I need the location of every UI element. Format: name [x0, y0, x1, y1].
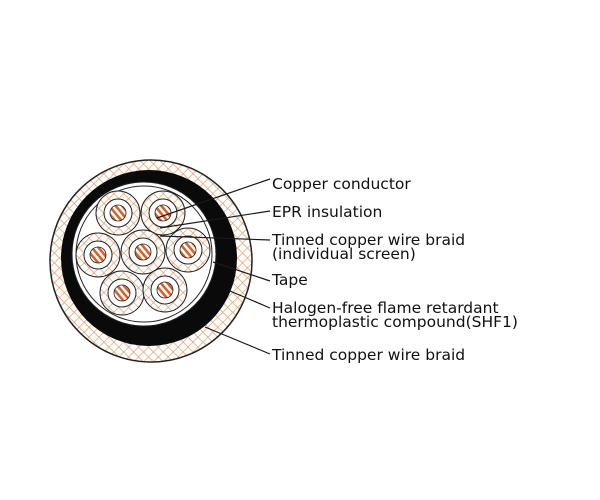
- label-line: EPR insulation: [272, 203, 383, 221]
- copper-conductor: [89, 246, 107, 264]
- leader-line: [212, 261, 271, 282]
- copper-conductor: [134, 243, 152, 261]
- label-line: Tinned copper wire braid: [272, 231, 466, 249]
- copper-conductor: [113, 284, 131, 302]
- label-line: Tinned copper wire braid: [272, 346, 466, 364]
- label-line: Tape: [272, 271, 308, 289]
- label-outer-braid: Tinned copper wire braid: [272, 346, 466, 364]
- leader-line: [229, 290, 271, 309]
- label-line: (individual screen): [272, 245, 416, 263]
- leader-line: [159, 210, 271, 229]
- label-tape: Tape: [272, 271, 308, 289]
- copper-conductor: [154, 204, 172, 222]
- leader-line: [156, 178, 271, 219]
- copper-conductor: [179, 241, 197, 259]
- leader-line: [159, 235, 271, 241]
- label-line: thermoplastic compound(SHF1): [272, 313, 518, 331]
- label-copper-conductor: Copper conductor: [272, 175, 411, 193]
- label-individual-screen: Tinned copper wire braid(individual scre…: [272, 231, 466, 263]
- copper-conductor: [156, 281, 174, 299]
- label-line: Halogen-free flame retardant: [272, 299, 499, 317]
- label-epr-insulation: EPR insulation: [272, 203, 383, 221]
- copper-conductor: [109, 204, 127, 222]
- label-line: Copper conductor: [272, 175, 411, 193]
- leader-line: [204, 326, 271, 355]
